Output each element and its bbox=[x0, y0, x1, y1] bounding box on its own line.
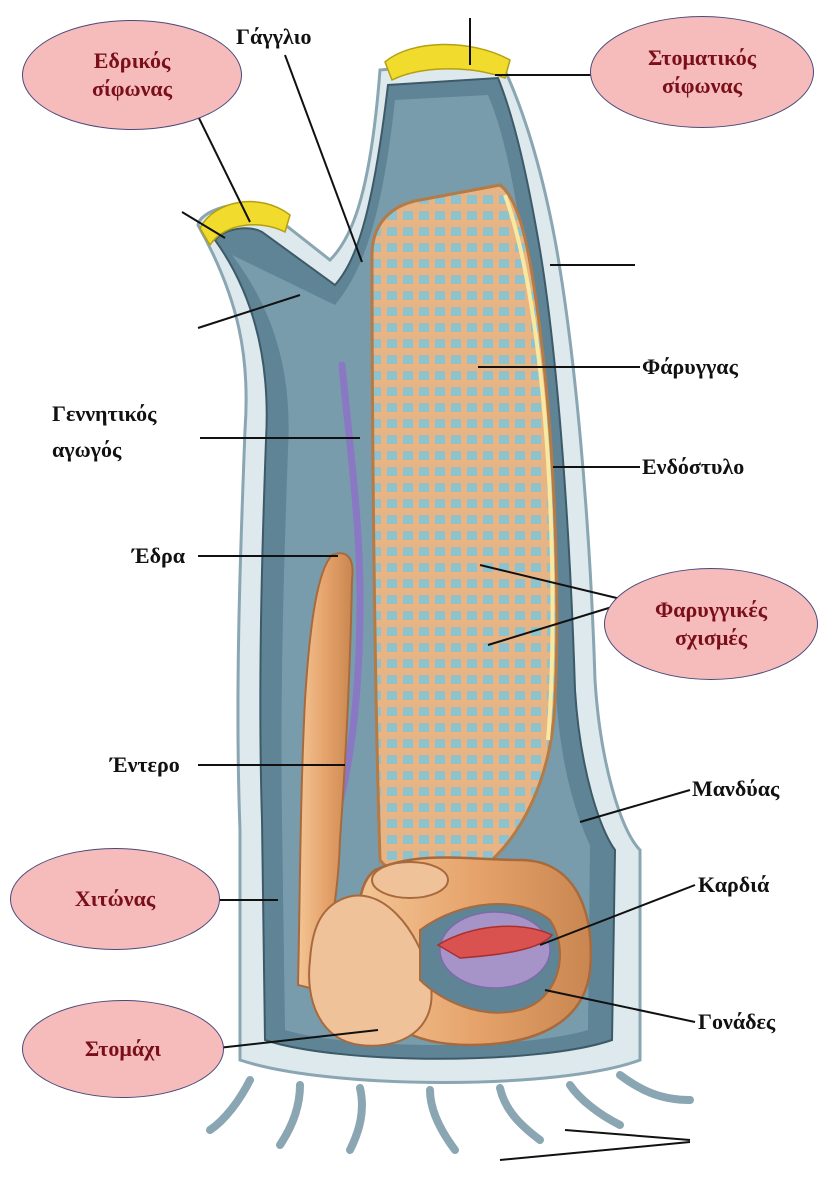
endostyle-label: Ενδόστυλο bbox=[642, 454, 744, 480]
oral-siphon-callout: Στοματικός σίφωνας bbox=[590, 16, 814, 128]
tunic-label: Χιτώνας bbox=[75, 885, 155, 913]
anal-siphon-callout: Εδρικός σίφωνας bbox=[22, 20, 242, 130]
stomach-label: Στομάχι bbox=[85, 1035, 161, 1063]
ganglion-label: Γάγγλιο bbox=[236, 24, 312, 50]
oral-siphon-label: Στοματικός σίφωνας bbox=[648, 44, 756, 100]
anus-label: Έδρα bbox=[132, 543, 185, 569]
pharyngeal-slits-callout: Φαρυγγικές σχισμές bbox=[604, 568, 818, 680]
pharynx-label: Φάρυγγας bbox=[642, 354, 738, 380]
intestine-label: Έντερο bbox=[110, 752, 180, 778]
pharyngeal-slits-label: Φαρυγγικές σχισμές bbox=[655, 596, 767, 652]
mantle-label: Μανδύας bbox=[692, 776, 779, 802]
gonads-label: Γονάδες bbox=[698, 1009, 775, 1035]
gonoduct-label: Γεννητικός αγωγός bbox=[52, 396, 156, 468]
heart-label: Καρδιά bbox=[698, 872, 769, 898]
stomach-callout: Στομάχι bbox=[22, 1000, 224, 1098]
intestine-bend bbox=[372, 862, 448, 898]
anal-siphon-label: Εδρικός σίφωνας bbox=[92, 47, 172, 103]
tunic-callout: Χιτώνας bbox=[10, 848, 220, 950]
attachment-roots bbox=[210, 1075, 690, 1150]
